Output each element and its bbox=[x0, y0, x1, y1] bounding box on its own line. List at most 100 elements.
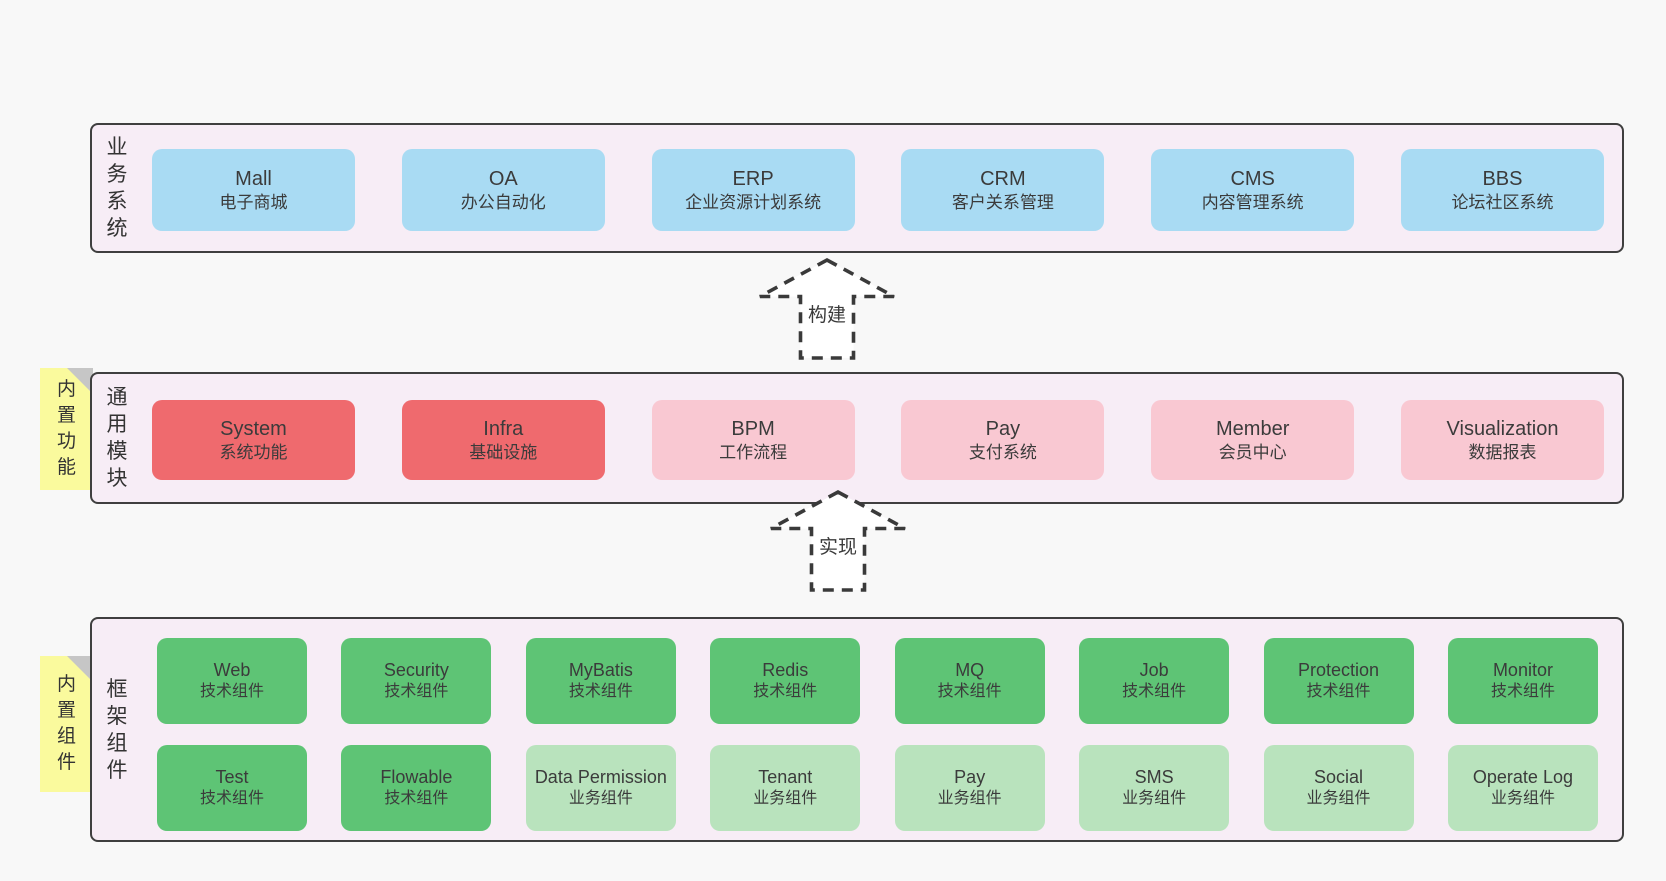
box-subtitle: 电子商城 bbox=[219, 192, 288, 212]
box-mq: MQ 技术组件 bbox=[894, 638, 1045, 724]
box-title: CRM bbox=[980, 167, 1026, 190]
sticky-note-label: 内置组件 bbox=[56, 674, 76, 773]
box-subtitle: 办公自动化 bbox=[460, 192, 546, 212]
box-cms: CMS 内容管理系统 bbox=[1151, 149, 1355, 231]
box-flowable: Flowable 技术组件 bbox=[341, 745, 492, 831]
box-web: Web 技术组件 bbox=[157, 638, 307, 724]
box-title: Protection bbox=[1298, 659, 1380, 680]
box-title: Pay bbox=[985, 417, 1021, 440]
box-title: Social bbox=[1314, 766, 1364, 787]
box-system: System 系统功能 bbox=[152, 400, 355, 480]
box-tenant: Tenant 业务组件 bbox=[710, 745, 861, 831]
sticky-note-built-in-components: 内置组件 bbox=[40, 656, 93, 792]
box-subtitle: 技术组件 bbox=[384, 683, 449, 701]
box-social: Social 业务组件 bbox=[1263, 745, 1414, 831]
box-pay-component: Pay 业务组件 bbox=[894, 745, 1045, 831]
implement-arrow-icon: 实现 bbox=[768, 489, 908, 593]
box-job: Job 技术组件 bbox=[1079, 638, 1230, 724]
box-subtitle: 技术组件 bbox=[199, 790, 264, 808]
box-row: Test 技术组件 Flowable 技术组件 Data Permission … bbox=[157, 745, 1598, 831]
box-subtitle: 会员中心 bbox=[1218, 442, 1287, 462]
box-subtitle: 技术组件 bbox=[199, 683, 264, 701]
box-subtitle: 技术组件 bbox=[568, 683, 633, 701]
box-title: CMS bbox=[1230, 167, 1275, 190]
box-subtitle: 技术组件 bbox=[1306, 683, 1371, 701]
box-title: Redis bbox=[762, 659, 809, 680]
box-bbs: BBS 论坛社区系统 bbox=[1400, 149, 1604, 231]
box-subtitle: 工作流程 bbox=[719, 442, 788, 462]
box-title: Tenant bbox=[758, 766, 813, 787]
box-title: Operate Log bbox=[1472, 766, 1573, 787]
layer-common-modules: 通用模块 System 系统功能 Infra 基础设施 BPM 工作流程 Pay… bbox=[90, 372, 1624, 504]
box-data-permission: Data Permission 业务组件 bbox=[525, 745, 676, 831]
box-erp: ERP 企业资源计划系统 bbox=[651, 149, 855, 231]
box-row: Web 技术组件 Security 技术组件 MyBatis 技术组件 Redi… bbox=[157, 638, 1598, 724]
box-sms: SMS 业务组件 bbox=[1079, 745, 1230, 831]
box-mall: Mall 电子商城 bbox=[152, 149, 355, 231]
box-subtitle: 业务组件 bbox=[753, 790, 818, 808]
box-infra: Infra 基础设施 bbox=[401, 400, 605, 480]
box-title: MQ bbox=[955, 659, 985, 680]
box-security: Security 技术组件 bbox=[341, 638, 492, 724]
box-subtitle: 内容管理系统 bbox=[1201, 192, 1304, 212]
box-subtitle: 企业资源计划系统 bbox=[685, 192, 822, 212]
implement-arrow-label: 实现 bbox=[819, 536, 857, 558]
box-oa: OA 办公自动化 bbox=[401, 149, 605, 231]
box-test: Test 技术组件 bbox=[157, 745, 307, 831]
box-redis: Redis 技术组件 bbox=[710, 638, 861, 724]
layer-side-label: 通用模块 bbox=[106, 386, 128, 490]
box-title: Test bbox=[215, 766, 249, 787]
box-title: Data Permission bbox=[534, 766, 667, 787]
box-subtitle: 数据报表 bbox=[1468, 442, 1537, 462]
box-bpm: BPM 工作流程 bbox=[651, 400, 855, 480]
box-protection: Protection 技术组件 bbox=[1263, 638, 1414, 724]
box-title: SMS bbox=[1134, 766, 1174, 787]
box-subtitle: 业务组件 bbox=[1122, 790, 1187, 808]
layer-side-label: 业务系统 bbox=[106, 136, 128, 240]
build-arrow-icon: 构建 bbox=[757, 257, 897, 361]
box-subtitle: 业务组件 bbox=[1490, 790, 1555, 808]
box-subtitle: 技术组件 bbox=[1122, 683, 1187, 701]
box-subtitle: 业务组件 bbox=[1306, 790, 1371, 808]
box-crm: CRM 客户关系管理 bbox=[901, 149, 1105, 231]
box-title: Member bbox=[1216, 417, 1290, 440]
box-title: Monitor bbox=[1492, 659, 1553, 680]
box-subtitle: 论坛社区系统 bbox=[1451, 192, 1554, 212]
box-subtitle: 技术组件 bbox=[1490, 683, 1555, 701]
layer-side-label: 框架组件 bbox=[106, 677, 128, 782]
box-title: Job bbox=[1139, 659, 1169, 680]
box-title: Web bbox=[213, 659, 251, 680]
box-pay-system: Pay 支付系统 bbox=[901, 400, 1105, 480]
box-subtitle: 业务组件 bbox=[937, 790, 1002, 808]
box-title: Visualization bbox=[1446, 417, 1559, 440]
box-title: Mall bbox=[235, 167, 272, 190]
box-subtitle: 技术组件 bbox=[937, 683, 1002, 701]
box-title: Pay bbox=[954, 766, 986, 787]
box-title: Flowable bbox=[380, 766, 453, 787]
box-mybatis: MyBatis 技术组件 bbox=[525, 638, 676, 724]
box-title: System bbox=[220, 417, 287, 440]
box-title: BBS bbox=[1482, 167, 1523, 190]
box-title: ERP bbox=[732, 167, 774, 190]
box-title: BPM bbox=[731, 417, 775, 440]
box-subtitle: 基础设施 bbox=[469, 442, 538, 462]
box-monitor: Monitor 技术组件 bbox=[1447, 638, 1598, 724]
layer-business-systems: 业务系统 Mall 电子商城 OA 办公自动化 ERP 企业资源计划系统 CRM… bbox=[90, 123, 1624, 253]
box-title: MyBatis bbox=[568, 659, 633, 680]
box-subtitle: 业务组件 bbox=[568, 790, 633, 808]
box-title: Security bbox=[383, 659, 449, 680]
box-subtitle: 支付系统 bbox=[968, 442, 1037, 462]
sticky-note-label: 内置功能 bbox=[56, 379, 76, 478]
box-title: Infra bbox=[483, 417, 524, 440]
box-row: System 系统功能 Infra 基础设施 BPM 工作流程 Pay 支付系统… bbox=[152, 400, 1604, 480]
box-visualization: Visualization 数据报表 bbox=[1400, 400, 1604, 480]
box-title: OA bbox=[488, 167, 518, 190]
box-subtitle: 系统功能 bbox=[219, 442, 288, 462]
box-subtitle: 客户关系管理 bbox=[951, 192, 1054, 212]
box-subtitle: 技术组件 bbox=[753, 683, 818, 701]
box-operate-log: Operate Log 业务组件 bbox=[1447, 745, 1598, 831]
box-member: Member 会员中心 bbox=[1151, 400, 1355, 480]
box-row: Mall 电子商城 OA 办公自动化 ERP 企业资源计划系统 CRM 客户关系… bbox=[152, 149, 1604, 231]
sticky-note-built-in-functions: 内置功能 bbox=[40, 368, 93, 490]
